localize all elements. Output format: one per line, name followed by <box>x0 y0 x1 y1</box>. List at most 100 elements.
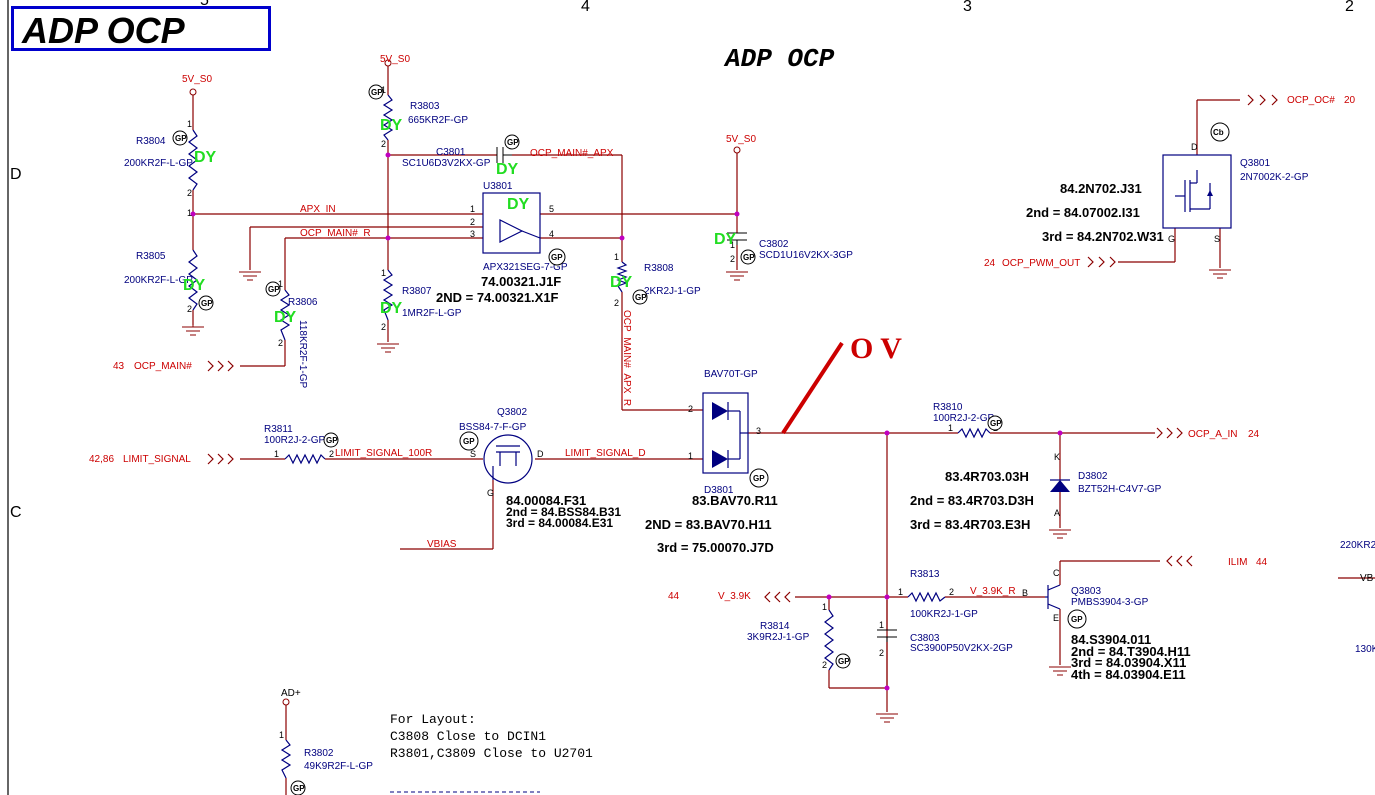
svg-text:1: 1 <box>614 252 619 262</box>
q3803-symbol <box>1045 584 1061 610</box>
offpage-ocp-a-in-page: 24 <box>1248 429 1260 440</box>
val-r3810: 100R2J-2-GP <box>933 413 994 424</box>
svg-text:DY: DY <box>380 300 403 317</box>
layout-note-1: For Layout: <box>390 712 476 727</box>
svg-text:DY: DY <box>183 277 206 294</box>
resistor-symbols <box>188 94 991 779</box>
svg-text:2: 2 <box>187 188 192 198</box>
ref-r3811: R3811 <box>264 424 293 435</box>
junctions <box>190 152 1063 691</box>
net-ocp-main-apx: OCP_MAIN#_APX <box>530 148 614 159</box>
svg-text:GP: GP <box>268 285 280 294</box>
offpage-limit: LIMIT_SIGNAL <box>123 454 191 465</box>
grid-col-4: 4 <box>581 0 590 15</box>
svg-text:1: 1 <box>948 423 953 433</box>
svg-text:1: 1 <box>187 119 192 129</box>
net-ocp-main-apx-r: OCP_MAIN#_APX_R <box>621 310 632 406</box>
svg-text:GP: GP <box>551 253 563 262</box>
svg-text:GP: GP <box>293 784 305 793</box>
svg-text:2: 2 <box>381 322 386 332</box>
svg-text:GP: GP <box>326 436 338 445</box>
svg-text:1: 1 <box>278 279 283 289</box>
pn-u3801-1: 74.00321.J1F <box>481 274 561 289</box>
ref-r3813: R3813 <box>910 569 940 580</box>
svg-text:DY: DY <box>496 161 519 178</box>
capacitor-symbols <box>496 147 897 642</box>
offpage-ilim: ILIM <box>1228 557 1247 568</box>
svg-text:DY: DY <box>274 309 297 326</box>
net-ocp-main-r: OCP_MAIN#_R <box>300 228 371 239</box>
offpage-ocp-pwm-page: 24 <box>984 258 996 269</box>
d3802-symbol <box>1050 479 1070 492</box>
pn-d3801-1: 83.BAV70.R11 <box>692 493 778 508</box>
svg-text:1: 1 <box>279 730 284 740</box>
svg-text:2: 2 <box>688 404 693 414</box>
net-limit-100r: LIMIT_SIGNAL_100R <box>335 448 432 459</box>
svg-text:DY: DY <box>714 231 737 248</box>
ref-r3803: R3803 <box>410 101 440 112</box>
annotation-ov: O V <box>850 332 902 365</box>
svg-text:Cb: Cb <box>1213 128 1224 137</box>
svg-text:2: 2 <box>470 217 475 227</box>
pn-q3801-3: 3rd = 84.2N702.W31 <box>1042 229 1164 244</box>
val-q3803: PMBS3904-3-GP <box>1071 597 1149 608</box>
svg-text:GP: GP <box>990 419 1002 428</box>
ref-u3801: U3801 <box>483 181 513 192</box>
svg-text:B: B <box>1022 588 1028 598</box>
offpage-ocp-main-page: 43 <box>113 361 125 372</box>
pn-d3801-3: 3rd = 75.00070.J7D <box>657 540 774 555</box>
ref-r3804: R3804 <box>136 136 166 147</box>
u3801-symbol <box>482 192 541 254</box>
svg-text:D: D <box>1191 142 1198 152</box>
val-u3801: APX321SEG-7-GP <box>483 262 568 273</box>
q3801-symbol <box>1162 154 1232 229</box>
svg-text:E: E <box>1053 613 1059 623</box>
layout-note-2: C3808 Close to DCIN1 <box>390 729 546 744</box>
svg-text:2: 2 <box>329 449 334 459</box>
svg-text:GP: GP <box>507 138 519 147</box>
ref-r3802: R3802 <box>304 748 334 759</box>
val-r3806: 118KR2F-1-GP <box>297 320 308 389</box>
pn-d3802-3: 3rd = 83.4R703.E3H <box>910 517 1030 532</box>
svg-text:1: 1 <box>822 602 827 612</box>
svg-text:K: K <box>1054 452 1060 462</box>
offpage-limit-page: 42,86 <box>89 454 114 465</box>
ref-q3803: Q3803 <box>1071 586 1101 597</box>
svg-text:3: 3 <box>756 426 761 436</box>
sheet-title: ADP OCP <box>725 44 835 74</box>
svg-text:2: 2 <box>614 298 619 308</box>
grid-row-c: C <box>10 504 22 521</box>
val-q3802: BSS84-7-F-GP <box>459 422 527 433</box>
title-box-text: ADP OCP <box>22 10 185 51</box>
svg-text:2: 2 <box>381 139 386 149</box>
val-d3801: BAV70T-GP <box>704 369 758 380</box>
svg-text:A: A <box>1054 508 1060 518</box>
svg-text:1: 1 <box>898 587 903 597</box>
svg-text:S: S <box>470 449 476 459</box>
pn-d3802-1: 83.4R703.03H <box>945 469 1029 484</box>
net-v39k-r: V_3.9K_R <box>970 586 1016 597</box>
svg-text:GP: GP <box>838 657 850 666</box>
ref-r3810: R3810 <box>933 402 963 413</box>
wires <box>192 66 1240 795</box>
ref-q3801: Q3801 <box>1240 158 1270 169</box>
d3801-symbol <box>702 392 749 474</box>
ref-c3802: C3802 <box>759 239 789 250</box>
gp-badges: GP GP GP GP GP GP GP GP Cb GP GP GP GP G… <box>172 84 1230 795</box>
offpage-ocp-oc-page: 20 <box>1344 95 1356 106</box>
svg-text:DY: DY <box>194 149 217 166</box>
rail-r3802: AD+ <box>281 688 301 699</box>
svg-text:GP: GP <box>1071 615 1083 624</box>
svg-text:1: 1 <box>274 449 279 459</box>
rail-c3802: 5V_S0 <box>726 134 756 145</box>
svg-text:2: 2 <box>879 648 884 658</box>
pn-q3801-2: 2nd = 84.07002.I31 <box>1026 205 1140 220</box>
pn-q3803-3: 3rd = 84.03904.X11 <box>1071 655 1186 670</box>
pn-d3801-2: 2ND = 83.BAV70.H11 <box>645 517 772 532</box>
svg-text:1: 1 <box>470 204 475 214</box>
val-r3808: 2KR2J-1-GP <box>644 286 701 297</box>
svg-text:D: D <box>537 449 544 459</box>
val-c3803: SC3900P50V2KX-2GP <box>910 643 1013 654</box>
q3802-symbol <box>483 434 533 484</box>
pn-q3802-2: 2nd = 84.BSS84.B31 <box>506 505 621 519</box>
